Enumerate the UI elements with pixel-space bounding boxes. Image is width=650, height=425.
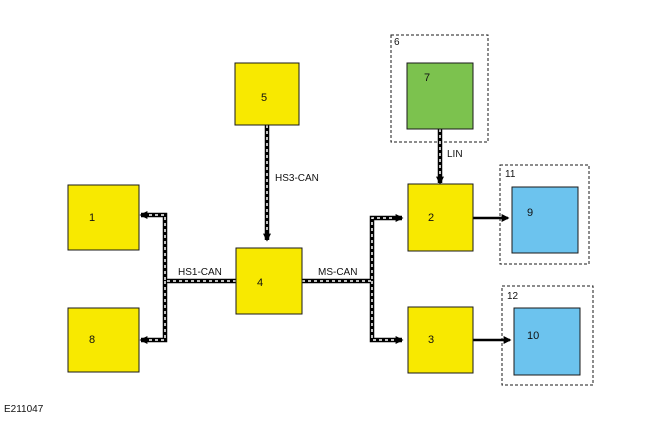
module-1-box xyxy=(67,184,140,251)
module-7-label: 7 xyxy=(424,72,430,84)
module-10-box xyxy=(513,307,581,376)
module-8-box xyxy=(67,307,140,373)
hs3-can-label: HS3-CAN xyxy=(275,173,319,184)
module-1-label: 1 xyxy=(89,212,95,224)
hs1-can-label: HS1-CAN xyxy=(178,267,222,278)
group-12-boundary xyxy=(501,285,594,386)
lin-label: LIN xyxy=(447,149,463,160)
module-4-box xyxy=(235,247,303,315)
module-8-label: 8 xyxy=(89,334,95,346)
group-11-boundary xyxy=(499,164,590,265)
module-5-label: 5 xyxy=(261,92,267,104)
module-4-label: 4 xyxy=(257,277,263,289)
module-3-box xyxy=(407,306,474,374)
module-2-label: 2 xyxy=(428,212,434,224)
module-3-label: 3 xyxy=(428,334,434,346)
group-6-label: 6 xyxy=(394,37,400,48)
figure-id: E211047 xyxy=(4,404,44,415)
hs1-can-bus xyxy=(139,211,236,344)
module-10-label: 10 xyxy=(527,330,539,342)
module-9-label: 9 xyxy=(527,207,533,219)
group-12-label: 12 xyxy=(507,291,519,302)
ms-can-label: MS-CAN xyxy=(318,267,357,278)
group-11-label: 11 xyxy=(505,169,516,180)
module-2-box xyxy=(407,183,474,252)
module-9-box xyxy=(511,186,579,254)
module-5-box xyxy=(234,62,300,126)
ms-can-bus xyxy=(302,214,404,344)
module-7-box xyxy=(406,62,474,130)
